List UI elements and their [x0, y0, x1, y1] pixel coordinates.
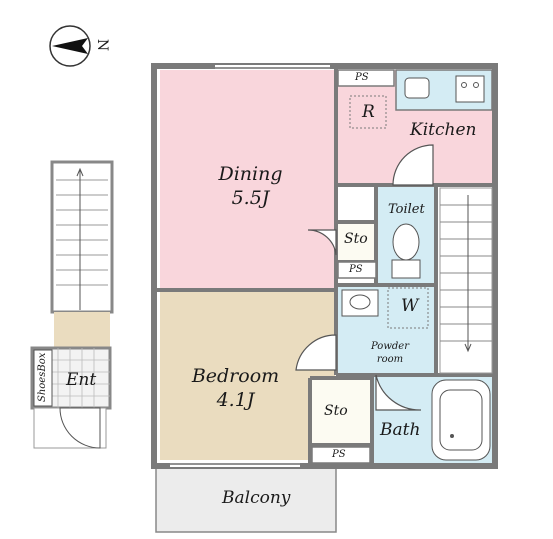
staircase-right — [439, 187, 493, 374]
ps-label-mid: PS — [349, 264, 363, 275]
dining-name: Dining — [218, 163, 283, 185]
washer-space — [387, 287, 429, 329]
shoebox-label: ShoesBox — [37, 352, 48, 402]
bath-label: Bath — [380, 420, 421, 440]
kitchen-label: Kitchen — [410, 120, 477, 140]
entrance-label: Ent — [66, 370, 97, 390]
door-kitchen — [392, 144, 434, 186]
door-dining — [307, 229, 337, 256]
door-bedroom — [295, 334, 337, 371]
storage-bedroom-area — [312, 380, 370, 445]
ps-label-top: PS — [355, 72, 369, 83]
refrigerator-label: R — [362, 102, 375, 122]
dining-label: Dining 5.5J — [208, 163, 293, 211]
shoebox — [33, 349, 53, 407]
dining-size: 5.5J — [231, 186, 270, 209]
entrance-tiles — [52, 348, 110, 408]
north-label: N — [94, 38, 111, 52]
staircase-left — [50, 160, 114, 314]
door-bath — [375, 374, 422, 411]
bedroom-name: Bedroom — [191, 365, 280, 387]
toilet-label: Toilet — [388, 202, 425, 217]
powder-room-label: Powder room — [370, 341, 409, 365]
storage-label-bedroom: Sto — [324, 403, 348, 419]
exterior-wall — [151, 63, 498, 469]
compass-icon — [49, 25, 91, 67]
ps-box-top — [337, 69, 395, 87]
ps-box-mid — [337, 261, 377, 279]
dining-area — [160, 70, 335, 290]
balcony-area — [155, 465, 337, 533]
fridge-space — [349, 95, 387, 129]
stove — [455, 75, 485, 103]
washer-label: W — [401, 296, 419, 316]
entrance-door — [59, 407, 101, 449]
balcony-label: Balcony — [222, 488, 291, 508]
bedroom-size: 4.1J — [216, 388, 255, 411]
entrance-landing — [54, 312, 110, 348]
ps-label-bottom: PS — [332, 449, 346, 460]
wash-basin — [341, 289, 379, 317]
storage-label-dining: Sto — [344, 231, 368, 247]
bathtub — [431, 379, 491, 461]
sink — [404, 77, 430, 99]
ps-box-bottom — [311, 446, 371, 464]
storage-dining-area — [336, 222, 376, 262]
bedroom-area — [160, 290, 335, 460]
bedroom-label: Bedroom 4.1J — [188, 365, 283, 413]
